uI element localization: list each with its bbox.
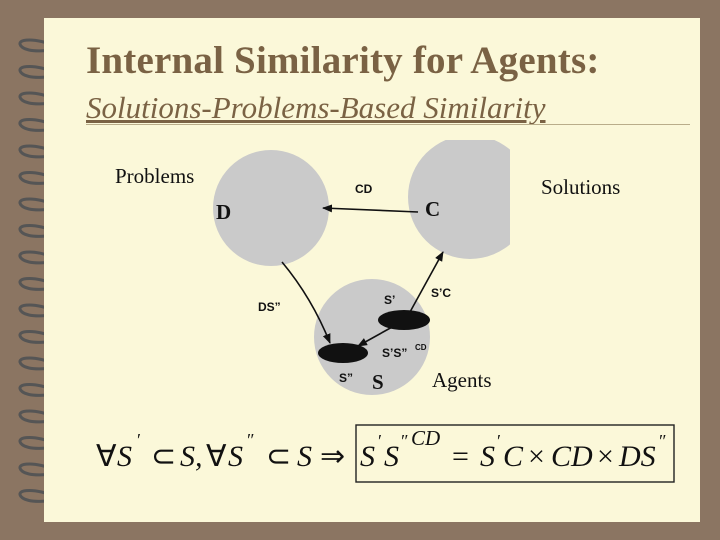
slide-title: Internal Similarity for Agents: (86, 39, 600, 82)
problems-label: Problems (115, 164, 195, 188)
edge-label-ss-sup: CD (415, 343, 427, 352)
formula-rhs-prime: ′ (497, 431, 501, 451)
formula-rhs-dprime: ″ (659, 431, 667, 451)
agent-label-s-prime: S’ (384, 293, 395, 307)
formula-subset-1: ⊂ (151, 440, 176, 473)
formula-lhs-s2: S (384, 440, 399, 473)
solutions-circle (408, 140, 510, 259)
formula-forall-1: ∀ (96, 440, 117, 473)
formula-s: S (297, 440, 312, 473)
formula-prime-mark: ′ (137, 430, 141, 450)
agent-s-prime (378, 310, 430, 330)
solutions-label: Solutions (541, 175, 621, 199)
formula-times-1: × (528, 440, 545, 473)
edge-label-sc: S’C (431, 286, 451, 300)
formula-subset-2: ⊂ (266, 440, 291, 473)
formula-rhs-cd: CD (551, 440, 593, 473)
title-divider (86, 124, 690, 125)
edge-label-ss: S’S” (382, 346, 407, 360)
formula-dprime-mark: ″ (247, 430, 255, 450)
formula-times-2: × (597, 440, 614, 473)
agents-label: Agents (432, 368, 492, 392)
ds-arrow (281, 261, 331, 344)
formula-lhs-s1: S (360, 440, 375, 473)
edge-label-ds: DS” (258, 300, 281, 314)
formula-implies: ⇒ (320, 440, 345, 473)
problems-circle (213, 150, 329, 266)
ss-arrow (357, 325, 395, 347)
formula-box (355, 424, 675, 483)
edge-label-cd: CD (355, 182, 373, 196)
cd-arrow (322, 204, 419, 213)
similarity-formula: ∀ S ′ ⊂ S, ∀ S ″ ⊂ S ⇒ S ′ S ″ CD = S ′ … (96, 424, 675, 483)
agent-s-double-prime (318, 343, 368, 363)
node-c: C (425, 197, 440, 221)
agents-circle (314, 279, 430, 395)
formula-rhs-c: C (503, 440, 524, 473)
formula-lhs-prime: ′ (378, 431, 382, 451)
formula-rhs-s: S (480, 440, 495, 473)
formula-forall-2: ∀ (206, 440, 227, 473)
formula-lhs-dprime: ″ (401, 431, 409, 451)
formula-equals: = (452, 440, 469, 473)
formula-s-comma: S, (180, 440, 203, 473)
slide-page (44, 18, 700, 522)
similarity-diagram: D C S CD DS” S’C S’ S’S” CD S” (213, 140, 510, 395)
formula-rhs-ds: DS (618, 440, 656, 473)
sc-arrow (409, 251, 444, 313)
formula-s-prime: S (117, 440, 132, 473)
node-s: S (372, 370, 384, 394)
formula-s-dprime: S (228, 440, 243, 473)
node-d: D (216, 200, 231, 224)
agent-label-s-double-prime: S” (339, 371, 353, 385)
formula-lhs-sup: CD (411, 426, 440, 450)
slide-subtitle: Solutions-Problems-Based Similarity (86, 90, 546, 125)
